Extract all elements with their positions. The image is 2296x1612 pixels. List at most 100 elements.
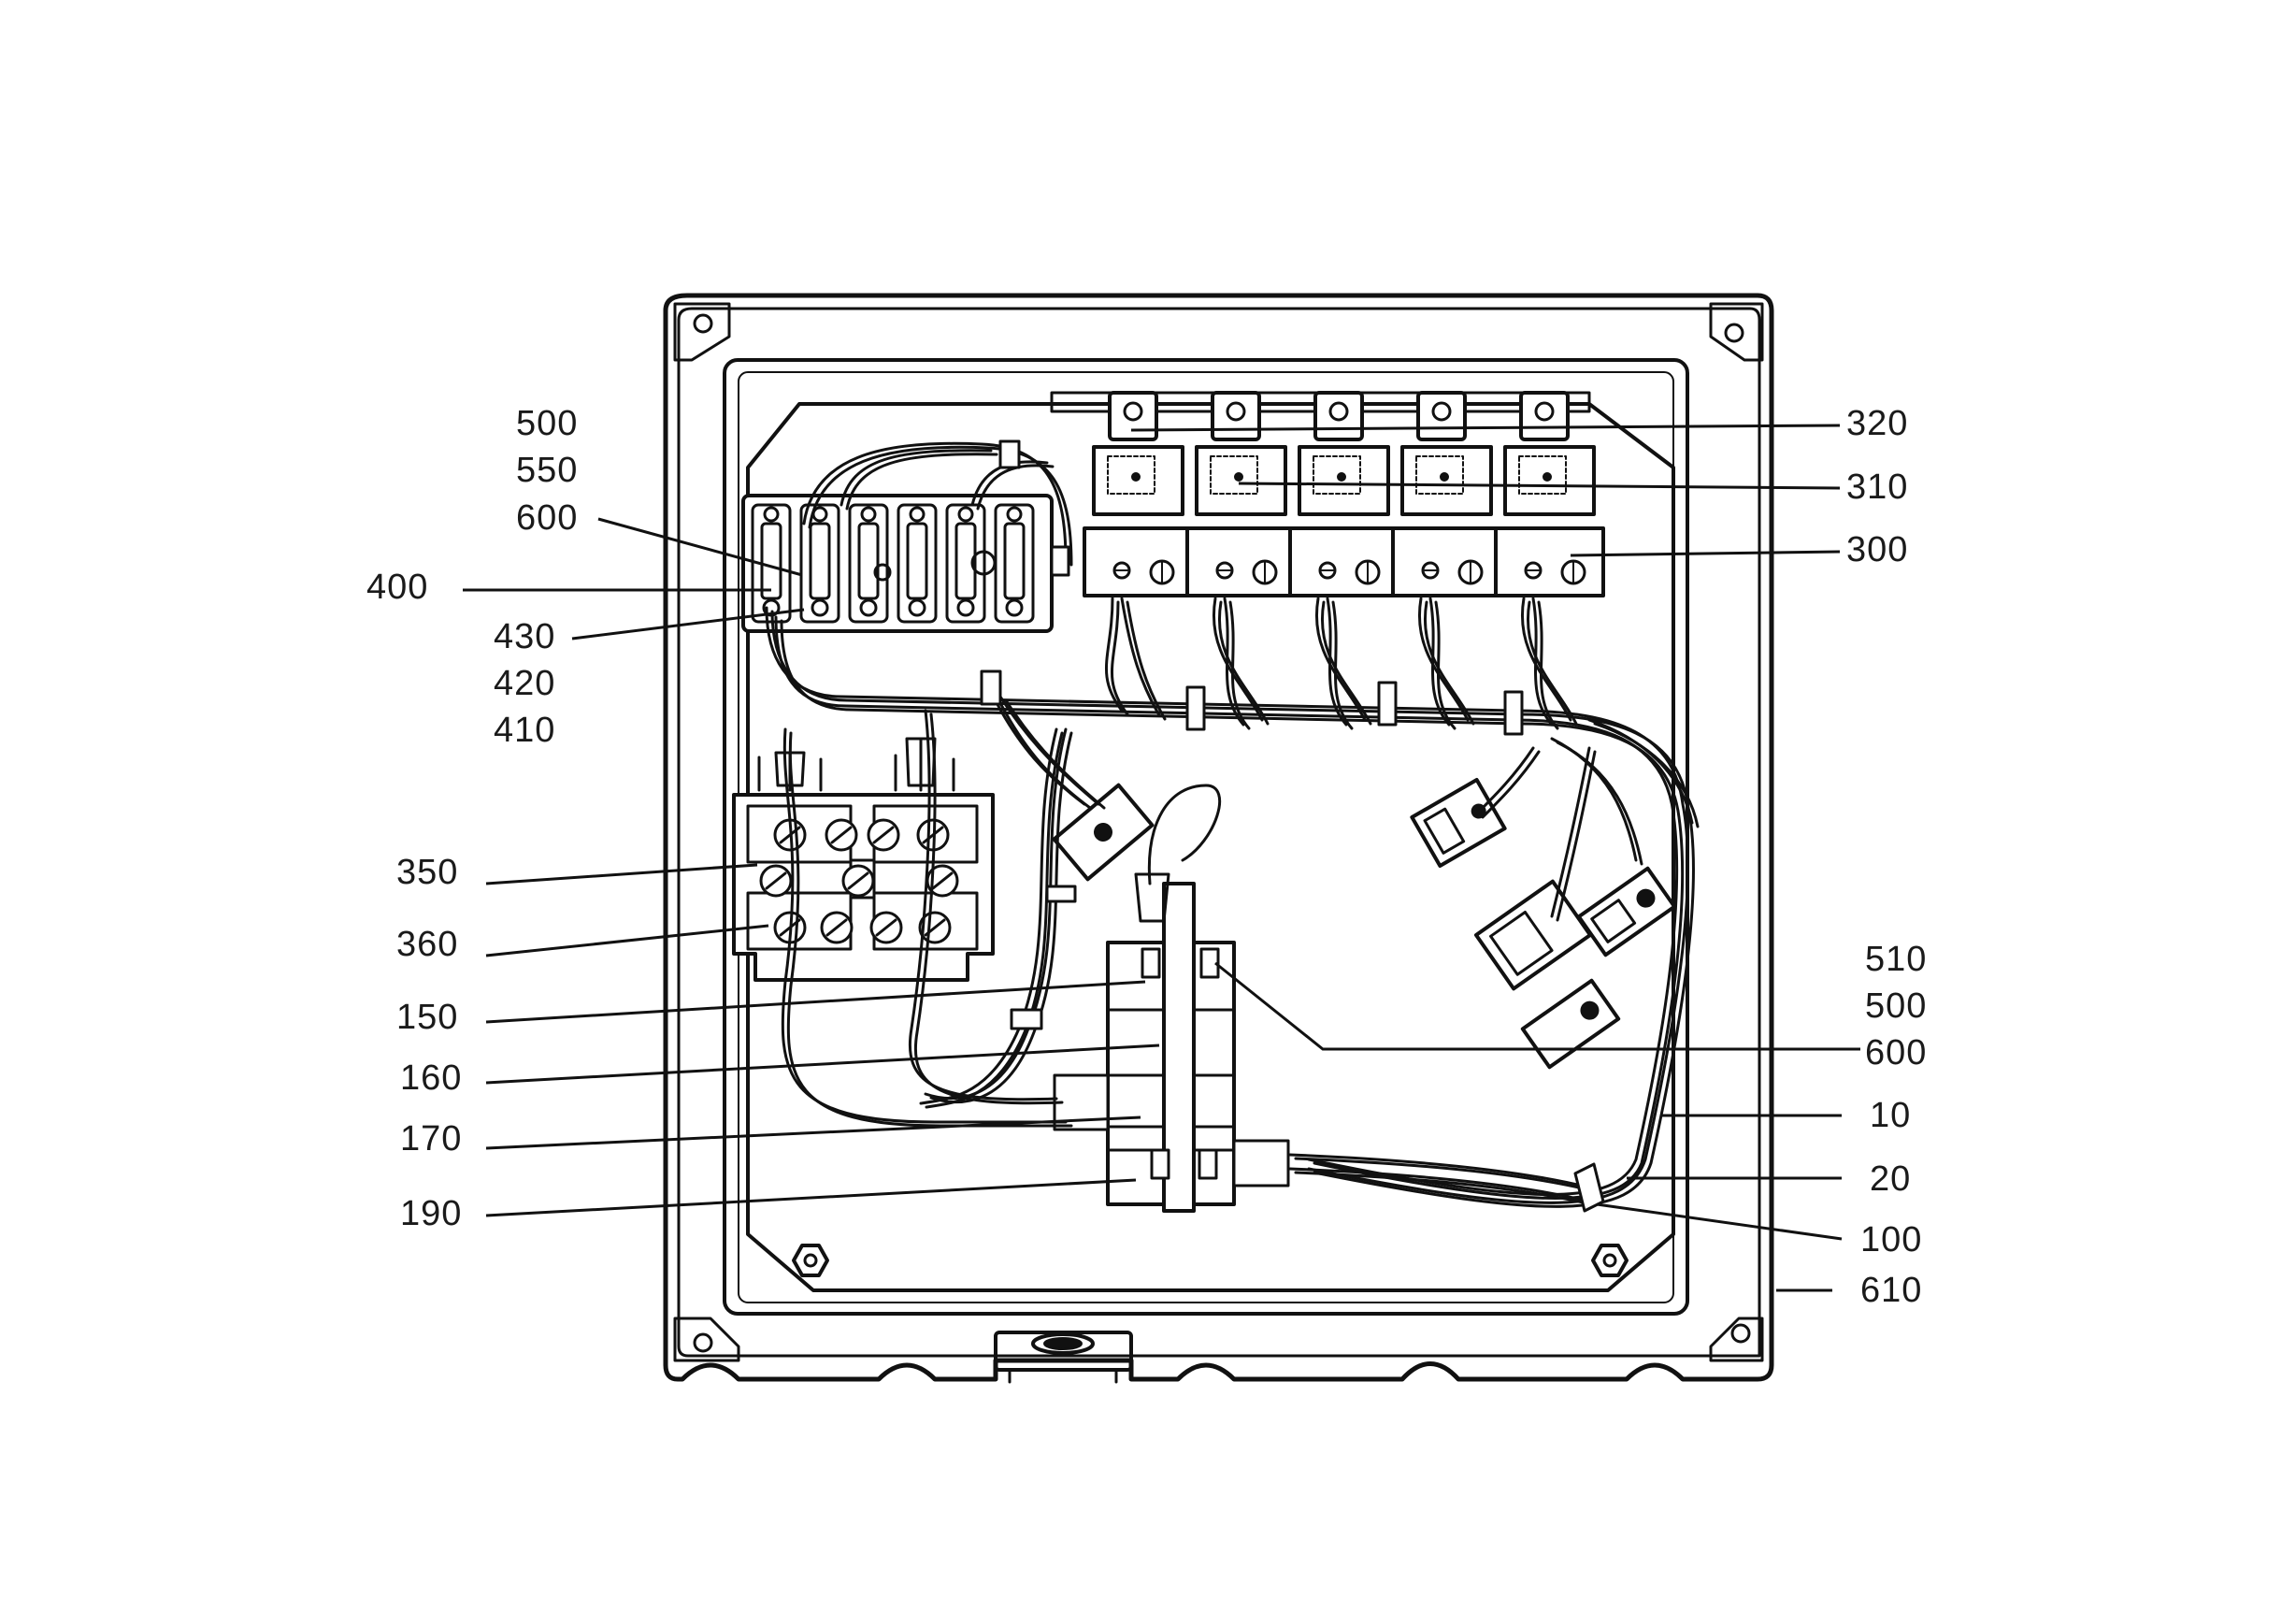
callout-410: 410 <box>494 711 555 750</box>
fuse-top-cap <box>1006 506 1023 523</box>
relay-screw-slots <box>1115 561 1163 583</box>
fuse-cap <box>1005 598 1024 617</box>
relay-coil-window <box>1415 455 1464 495</box>
harness-wire <box>1315 597 1367 727</box>
relay-coil-window <box>1210 455 1258 495</box>
relay-pivot <box>1234 472 1243 482</box>
harness-wire-parallel <box>1218 600 1270 730</box>
callout-310: 310 <box>1846 468 1908 507</box>
cable-ties <box>980 439 1605 1213</box>
fuse-cartridge <box>809 522 831 600</box>
fuse-2 <box>799 503 840 624</box>
relay-tab <box>1416 391 1467 441</box>
callout-600-right: 600 <box>1865 1033 1927 1072</box>
relay-pivot <box>1131 472 1141 482</box>
terminal-block <box>732 737 995 982</box>
relay-5 <box>1494 391 1605 597</box>
harness-wire-parallel <box>929 731 1073 1103</box>
relay-screw-left <box>1215 561 1234 580</box>
fuse-slot <box>799 503 840 624</box>
relay-base <box>1494 526 1605 597</box>
harness-wire <box>1418 597 1470 727</box>
callout-190: 190 <box>400 1194 462 1233</box>
mounting-nuts <box>792 1244 1629 1277</box>
fuse-holder <box>741 494 1054 633</box>
fuse-cartridge <box>1003 522 1026 600</box>
harness-wire <box>802 441 1068 563</box>
fuse-6 <box>994 503 1035 624</box>
fuse-cartridge <box>954 522 977 600</box>
callout-170: 170 <box>400 1119 462 1159</box>
relay-tab-hole <box>1328 401 1349 422</box>
fuse-cap <box>956 598 975 617</box>
terminal-screw-slot <box>765 871 787 890</box>
fuse-cartridge <box>760 522 782 600</box>
fuse-slot <box>945 503 986 624</box>
harness-wire-parallel <box>1556 722 1700 866</box>
harness-wire-parallel <box>1321 600 1372 730</box>
harness-wire <box>1213 597 1264 727</box>
terminal-screw-slot <box>847 871 869 890</box>
fuse-holder-screw-large <box>970 550 997 576</box>
wiring-harness <box>765 439 1700 1213</box>
relay-tab-hole <box>1431 401 1452 422</box>
callout-610: 610 <box>1860 1271 1922 1310</box>
relay-screw-slots <box>1321 561 1369 583</box>
terminal-screw-slot <box>830 826 853 844</box>
callout-320: 320 <box>1846 404 1908 443</box>
relay-base <box>1083 526 1194 597</box>
harness-wire <box>774 615 1679 1196</box>
callout-510: 510 <box>1865 940 1927 979</box>
callout-550: 550 <box>516 451 578 490</box>
callout-20: 20 <box>1870 1159 1911 1199</box>
callout-420: 420 <box>494 664 555 703</box>
callout-500-right: 500 <box>1865 986 1927 1026</box>
callout-600: 600 <box>516 498 578 538</box>
fuse-cartridge <box>857 522 880 600</box>
harness-wire <box>781 727 1068 1124</box>
relay-2 <box>1185 391 1297 597</box>
relay-pivot <box>1440 472 1449 482</box>
fuse-3 <box>848 503 889 624</box>
relay-1 <box>1083 391 1194 597</box>
terminal-screw-slot <box>825 918 848 937</box>
fuse-cap <box>908 598 926 617</box>
harness-wire <box>1104 597 1161 717</box>
harness-wire-parallel <box>1527 600 1578 730</box>
relay-screw-left <box>1318 561 1337 580</box>
harness-wire <box>1475 746 1591 918</box>
callout-300: 300 <box>1846 530 1908 569</box>
enclosure-housing <box>663 293 1774 1384</box>
relay-screw-slots <box>1218 561 1266 583</box>
fuse-cartridge <box>906 522 928 600</box>
harness-wire-parallel <box>913 712 1064 1105</box>
callout-160: 160 <box>400 1058 462 1098</box>
relay-tab <box>1519 391 1570 441</box>
relay-screw-slots <box>1527 561 1574 583</box>
harness-wire-parallel <box>1424 600 1475 730</box>
cable-grommet <box>994 1331 1133 1384</box>
harness-wire-parallel <box>845 453 1055 511</box>
relay-tab-hole <box>1226 401 1246 422</box>
callout-400: 400 <box>366 568 428 607</box>
relay-tab-hole <box>1123 401 1143 422</box>
fuse-cap <box>811 598 829 617</box>
relay-pivot <box>1543 472 1552 482</box>
fuse-top-cap <box>763 506 780 523</box>
fuse-holder-screw <box>873 563 892 582</box>
relay-coil <box>1503 445 1596 516</box>
harness-wire <box>908 709 1058 1101</box>
fuse-5 <box>945 503 986 624</box>
callout-10: 10 <box>1870 1096 1911 1135</box>
harness-wire-parallel <box>808 445 1073 567</box>
fuse-slot <box>897 503 938 624</box>
relay-tab <box>1108 391 1158 441</box>
relay-4 <box>1391 391 1502 597</box>
terminal-screw-slot <box>872 826 895 844</box>
leader-lines <box>463 424 1860 1292</box>
terminal-screw-slot <box>931 871 954 890</box>
harness-wire <box>1288 1153 1591 1203</box>
callout-labels: 500 550 600 400 430 420 410 350 360 150 … <box>366 404 1927 1310</box>
harness-wire-parallel <box>1110 600 1167 721</box>
